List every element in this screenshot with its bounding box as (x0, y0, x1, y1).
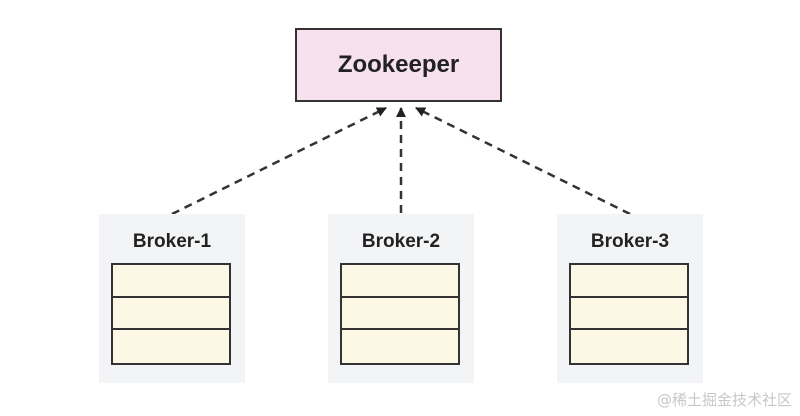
partition-slot (571, 330, 687, 363)
broker-1-label: Broker-1 (132, 231, 212, 252)
broker-1: Broker-1 (99, 214, 245, 383)
partition-slot (342, 330, 458, 363)
broker-1-partitions (111, 263, 231, 365)
partition-slot (571, 265, 687, 298)
partition-slot (113, 330, 229, 363)
partition-slot (113, 265, 229, 298)
broker-2: Broker-2 (328, 214, 474, 383)
partition-slot (342, 265, 458, 298)
broker-2-partitions (340, 263, 460, 365)
broker-3-partitions (569, 263, 689, 365)
zookeeper-node: Zookeeper (295, 28, 502, 102)
partition-slot (342, 298, 458, 331)
broker-3: Broker-3 (557, 214, 703, 383)
connector-broker-1 (171, 106, 387, 216)
partition-slot (113, 298, 229, 331)
broker-2-label: Broker-2 (361, 231, 441, 252)
zookeeper-label: Zookeeper (337, 51, 460, 78)
connector-broker-3 (415, 106, 631, 216)
partition-slot (571, 298, 687, 331)
broker-3-label: Broker-3 (590, 231, 670, 252)
watermark: @稀土掘金技术社区 (656, 391, 792, 409)
